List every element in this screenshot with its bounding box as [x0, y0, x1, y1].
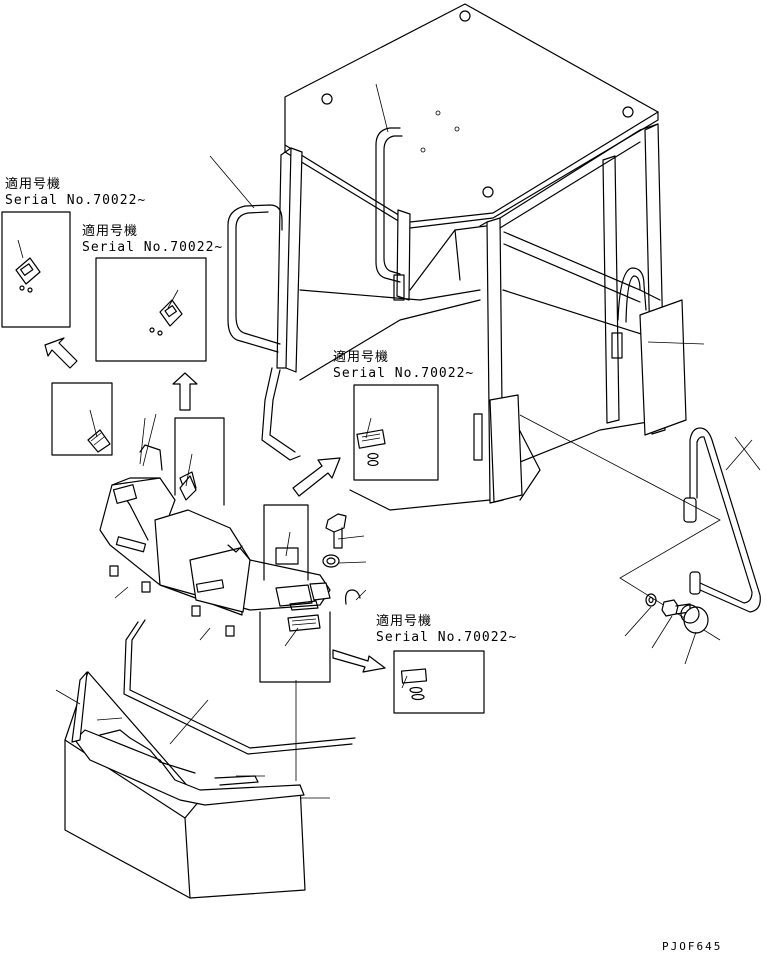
callout-title: 適用号機: [82, 224, 139, 239]
detail-box: [259, 611, 331, 683]
callout-serial: Serial No.70022~: [82, 240, 224, 255]
callout-serial: Serial No.70022~: [5, 193, 147, 208]
leader-line: [17, 83, 761, 799]
rod: [129, 619, 356, 749]
detail-box: [51, 382, 113, 456]
direction-arrow: [332, 649, 386, 673]
washer: [645, 593, 657, 607]
serial-callout: 適用号機 Serial No.70022~: [376, 614, 517, 646]
serial-callout: 適用号機 Serial No.70022~: [5, 177, 146, 209]
callout-serial: Serial No.70022~: [333, 366, 475, 381]
floor-panel: [64, 671, 306, 899]
detail-box: [353, 384, 439, 481]
callout-title: 適用号機: [5, 177, 62, 192]
grab-handle: [683, 427, 761, 613]
side-console: [99, 444, 331, 637]
detail-box: [95, 257, 207, 362]
drawing-code: PJOF645: [662, 940, 723, 953]
grab-handle: [227, 204, 283, 353]
direction-arrow: [172, 372, 198, 411]
grab-handle: [375, 127, 403, 283]
detail-box: [1, 211, 71, 328]
bolt: [325, 513, 347, 549]
detail-box: [174, 417, 225, 506]
washer: [322, 554, 340, 568]
cap: [680, 604, 709, 634]
grab-handle: [617, 267, 647, 323]
detail-box: [393, 650, 485, 714]
callout-title: 適用号機: [333, 350, 390, 365]
serial-callout: 適用号機 Serial No.70022~: [82, 224, 223, 256]
callout-serial: Serial No.70022~: [376, 630, 518, 645]
bent-pin: [345, 589, 361, 605]
direction-arrow: [292, 457, 341, 497]
cab-frame: [261, 3, 687, 511]
direction-arrow: [44, 337, 78, 369]
callout-title: 適用号機: [376, 614, 433, 629]
serial-callout: 適用号機 Serial No.70022~: [333, 350, 474, 382]
